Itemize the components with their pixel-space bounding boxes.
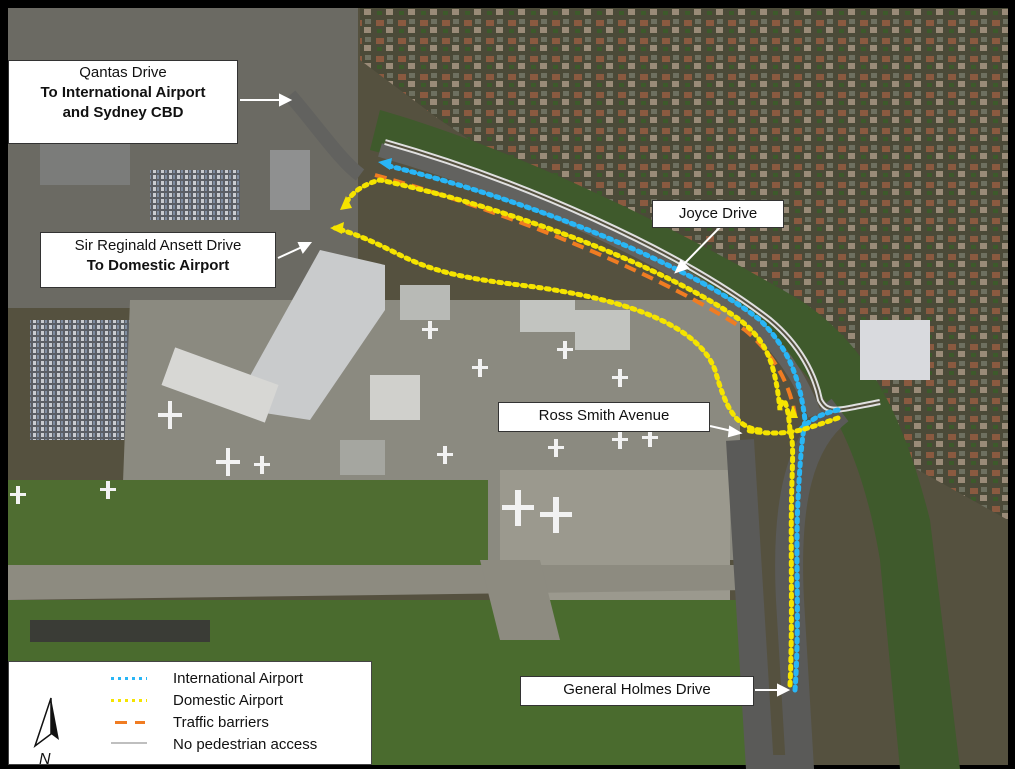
domestic-arrow-upper (340, 196, 352, 210)
domestic-arrow-lower (330, 222, 344, 234)
building-ne (860, 320, 930, 380)
runway-pads (30, 620, 210, 642)
legend-label-barriers: Traffic barriers (173, 714, 269, 731)
taxiway (8, 565, 750, 600)
no-pedestrian-line-inner (384, 141, 881, 411)
legend-label-domestic: Domestic Airport (173, 692, 284, 709)
legend-item-barriers: Traffic barriers (109, 712, 369, 734)
ansett-drive-callout: Sir Reginald Ansett Drive To Domestic Ai… (40, 232, 276, 288)
barriers-swatch (115, 721, 145, 724)
callout-arrows (240, 93, 791, 697)
ansett-drive-dest: To Domestic Airport (86, 257, 230, 274)
joyce-drive-name: Joyce Drive (678, 205, 758, 222)
north-letter: N (39, 751, 51, 766)
domestic-arrow-junction (788, 405, 798, 418)
traffic-barrier-line (374, 173, 797, 416)
qantas-drive-road (284, 90, 365, 181)
qantas-drive-dest1: To International Airport (40, 84, 206, 101)
no-pedestrian-swatch (111, 742, 147, 744)
joyce-drive-callout: Joyce Drive (652, 200, 784, 228)
legend-label-international: International Airport (173, 670, 304, 687)
hangar-main (245, 250, 385, 420)
map-legend: International Airport Domestic Airport T… (8, 661, 372, 766)
legend-label-no-pedestrian: No pedestrian access (173, 736, 318, 753)
north-arrow-icon: N (33, 697, 59, 766)
building-w (270, 150, 310, 210)
ansett-drive-name: Sir Reginald Ansett Drive (74, 237, 242, 254)
ross-smith-name: Ross Smith Avenue (538, 407, 670, 424)
taxiway-link (480, 560, 560, 640)
international-route-ramp (797, 407, 841, 433)
rail-corridor (370, 110, 960, 769)
domestic-route-main (342, 177, 796, 688)
domestic-swatch (111, 699, 147, 702)
hangar-b (520, 300, 575, 332)
domestic-route-branch (332, 225, 763, 433)
international-arrow (378, 158, 392, 170)
legend-item-no-pedestrian: No pedestrian access (109, 734, 369, 756)
hangar-c (575, 310, 630, 350)
domestic-route-ramp (742, 415, 841, 436)
general-holmes-callout: General Holmes Drive (520, 676, 754, 706)
aircraft-group (10, 321, 658, 533)
shed-a (340, 440, 385, 475)
ross-smith-callout: Ross Smith Avenue (498, 402, 710, 432)
general-holmes-name: General Holmes Drive (563, 681, 711, 698)
qantas-drive-name: Qantas Drive (79, 64, 167, 81)
terminal-building (161, 347, 279, 423)
hangar-a (400, 285, 450, 320)
hangar-d (370, 375, 420, 420)
qantas-drive-callout: Qantas Drive To International Airport an… (8, 60, 238, 144)
carpark-west (30, 320, 130, 440)
international-route (382, 162, 808, 693)
international-swatch (111, 677, 147, 680)
building-nw (40, 140, 130, 185)
legend-item-international: International Airport (109, 668, 369, 690)
legend-item-domestic: Domestic Airport (109, 690, 369, 712)
qantas-drive-dest2: and Sydney CBD (62, 104, 184, 121)
carpark-north (150, 170, 240, 220)
grass-west (8, 480, 488, 570)
